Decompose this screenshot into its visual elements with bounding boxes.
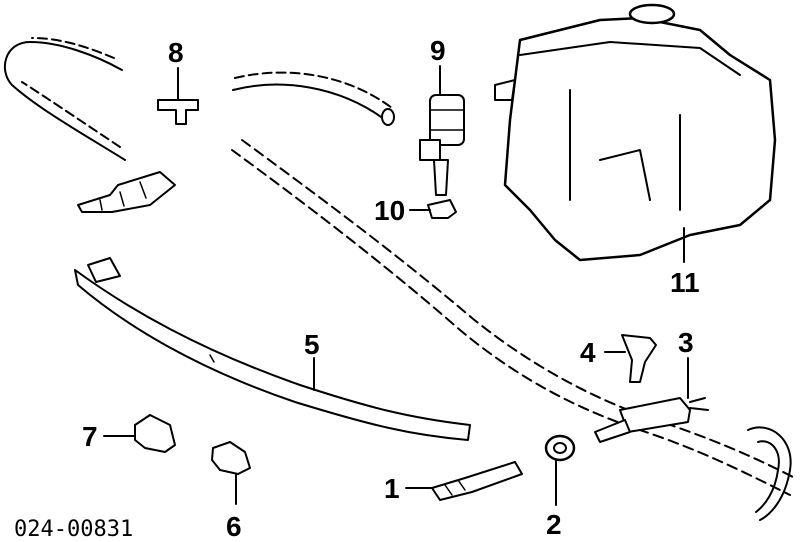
nozzle-1	[431, 461, 523, 501]
callout-11: 11	[670, 267, 700, 298]
hose-top	[232, 71, 395, 126]
callout-9: 9	[430, 35, 446, 66]
callout-1: 1	[384, 473, 400, 504]
hose-connector	[77, 171, 176, 213]
callout-4: 4	[580, 337, 596, 368]
callout-2: 2	[546, 509, 562, 540]
callout-7: 7	[82, 421, 98, 452]
callout-3: 3	[678, 327, 694, 358]
nut-2	[544, 434, 576, 462]
reservoir-11	[494, 3, 777, 262]
callout-6: 6	[226, 511, 242, 542]
grommet-10	[427, 199, 457, 219]
pump-9	[419, 94, 465, 196]
part-code: 024-00831	[14, 517, 133, 542]
hose-right-hook	[747, 426, 792, 521]
hose-strip-5	[74, 257, 471, 441]
bracket-4	[621, 334, 657, 383]
clip-7	[134, 414, 176, 453]
callout-5: 5	[304, 329, 320, 360]
hose-long	[231, 139, 796, 496]
clip-6	[211, 441, 251, 475]
callout-10: 10	[374, 195, 405, 226]
leader-lines	[103, 65, 689, 506]
t-connector	[157, 99, 199, 125]
hose-left	[3, 37, 126, 161]
pump-3	[594, 397, 709, 443]
callout-8: 8	[168, 37, 184, 68]
